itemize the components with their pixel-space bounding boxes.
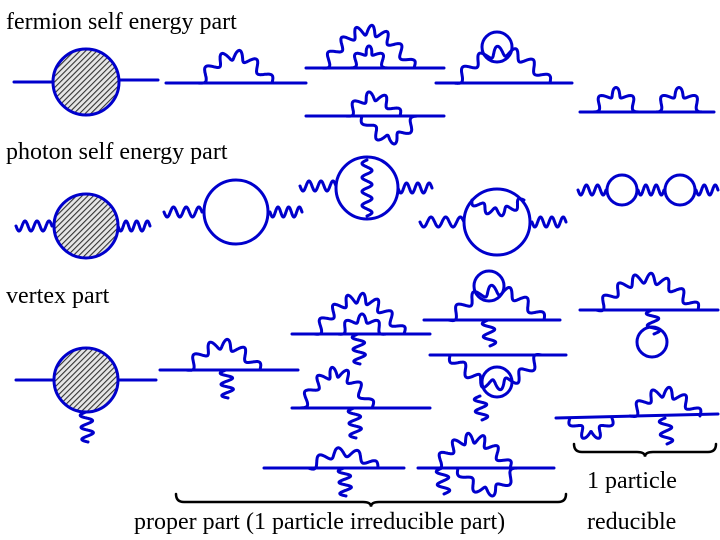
photon-wavy-arc — [652, 86, 706, 114]
photon-wavy-line — [472, 394, 490, 422]
photon-wavy-line — [268, 205, 304, 219]
photon-wavy-line — [657, 416, 675, 446]
photon-wavy-arc — [590, 86, 642, 114]
loop-circle — [635, 325, 669, 359]
photon-wavy-line — [162, 205, 204, 219]
photon-wavy-arc — [567, 416, 615, 440]
loop-circle — [605, 173, 639, 207]
loop-circle — [472, 269, 506, 303]
photon-wavy-arc — [320, 23, 417, 70]
photon-wavy-arc — [452, 44, 553, 85]
photon-wavy-line — [530, 215, 568, 229]
photon-wavy-line — [480, 318, 498, 348]
photon-wavy-arc — [184, 337, 263, 372]
photon-wavy-arc — [628, 385, 703, 418]
photon-wavy-line — [346, 406, 363, 440]
photon-wavy-line — [116, 219, 152, 233]
reducible-caption-line1: 1 particle — [587, 468, 677, 494]
photon-wavy-line — [396, 181, 434, 195]
photon-wavy-line — [336, 466, 353, 498]
blob — [51, 47, 121, 117]
photon-wavy-arc — [594, 271, 701, 313]
photon-wavy-arc — [336, 312, 388, 336]
photon-wavy-line — [418, 215, 466, 229]
photon-wavy-line — [78, 410, 95, 444]
photon-wavy-arc — [446, 283, 546, 323]
brace — [572, 442, 718, 457]
loop-circle — [462, 187, 532, 257]
brace — [174, 492, 568, 507]
photon-wavy-arc — [432, 431, 513, 470]
photon-wavy-arc — [447, 353, 544, 392]
photon-wavy-arc — [359, 114, 420, 146]
photon-wavy-line — [644, 308, 662, 336]
loop-circle — [480, 365, 514, 399]
photon-wavy-arc — [344, 90, 403, 118]
loop-circle — [663, 173, 697, 207]
photon-wavy-arc — [306, 446, 380, 471]
loop-circle — [480, 30, 514, 64]
vertex-section-title: vertex part — [6, 283, 110, 309]
fermion-section-title: fermion self energy part — [6, 9, 237, 35]
photon-wavy-line — [576, 183, 608, 197]
reducible-caption-line2: reducible — [587, 509, 677, 535]
proper-part-caption: proper part (1 particle irreducible part… — [134, 509, 506, 535]
photon-wavy-line — [14, 219, 54, 233]
photon-wavy-arc — [196, 48, 275, 85]
photon-wavy-line — [434, 466, 452, 496]
photon-wavy-line — [694, 183, 720, 197]
loop-circle — [202, 178, 270, 246]
photon-wavy-line — [360, 158, 374, 218]
photon-wavy-arc — [348, 44, 390, 70]
photon-wavy-line — [298, 179, 338, 193]
blob — [52, 192, 120, 260]
photon-wavy-line — [218, 368, 235, 400]
photon-wavy-arc — [298, 365, 376, 410]
photon-wavy-arc — [470, 197, 526, 218]
photon-wavy-arc — [312, 291, 407, 336]
photon-wavy-line — [636, 183, 666, 197]
photon-wavy-line — [350, 332, 367, 366]
photon-wavy-arc — [455, 466, 520, 498]
photon-section-title: photon self energy part — [6, 139, 228, 165]
blob — [52, 346, 120, 414]
